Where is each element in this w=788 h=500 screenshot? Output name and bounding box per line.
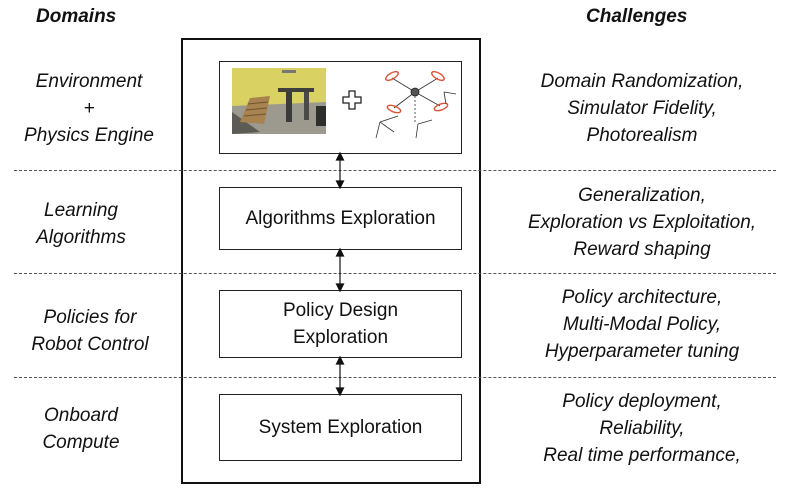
challenge-line: Domain Randomization,: [540, 71, 744, 92]
challenge-line: Reliability,: [599, 418, 685, 439]
domain-line: Compute: [42, 432, 120, 453]
row-separator-2: [14, 273, 776, 274]
challenge-line: Exploration vs Exploitation,: [527, 212, 757, 233]
row-separator-1: [14, 170, 776, 171]
domain-line: Robot Control: [31, 334, 149, 355]
domain-learning-algorithms: Learning Algorithms: [0, 197, 162, 251]
domains-header: Domains: [36, 6, 117, 27]
challenge-line: Simulator Fidelity,: [567, 98, 717, 119]
system-exploration-box: System Exploration: [219, 394, 462, 461]
domain-line: Learning: [44, 200, 118, 221]
box-label: Algorithms Exploration: [245, 208, 436, 229]
drone-physics-diagram: [375, 70, 457, 139]
challenge-line: Real time performance,: [543, 445, 741, 466]
domain-line: Algorithms: [36, 227, 126, 248]
domain-line: Physics Engine: [24, 125, 154, 146]
sim-toolbar: [282, 70, 296, 73]
domain-line: Environment: [35, 71, 143, 92]
sim-pillar: [304, 90, 309, 120]
sim-pillar: [286, 92, 292, 122]
challenge-line: Policy deployment,: [562, 391, 722, 412]
plus-icon: [342, 90, 362, 110]
simulation-illustration: [232, 68, 457, 139]
challenges-environment: Domain Randomization, Simulator Fidelity…: [496, 68, 788, 149]
double-arrow-1: [335, 151, 345, 190]
challenge-line: Multi-Modal Policy,: [562, 314, 722, 335]
challenge-line: Photorealism: [586, 125, 698, 146]
double-arrow-2: [335, 247, 345, 293]
environment-box: [219, 61, 462, 154]
pipeline-frame: [181, 38, 481, 484]
challenge-line: Reward shaping: [573, 239, 711, 260]
domain-environment: Environment + Physics Engine: [0, 68, 178, 149]
domain-line: +: [83, 98, 95, 119]
box-label: System Exploration: [258, 417, 423, 438]
box-label: Exploration: [292, 327, 389, 348]
sim-shadow: [232, 112, 260, 134]
sim-block: [316, 106, 326, 126]
domain-line: Policies for: [43, 307, 137, 328]
challenges-learning-algorithms: Generalization, Exploration vs Exploitat…: [496, 182, 788, 263]
challenge-line: Policy architecture,: [561, 287, 723, 308]
row-separator-3: [14, 377, 776, 378]
simulator-screenshot: [232, 68, 326, 134]
domain-line: Onboard: [44, 405, 118, 426]
challenge-line: Generalization,: [578, 185, 706, 206]
domain-policies-robot-control: Policies for Robot Control: [0, 304, 180, 358]
challenges-onboard-compute: Policy deployment, Reliability, Real tim…: [496, 388, 788, 469]
algorithms-exploration-box: Algorithms Exploration: [219, 187, 462, 250]
double-arrow-3: [335, 355, 345, 397]
stair-line: [245, 107, 268, 111]
sim-beam: [278, 88, 314, 92]
domain-onboard-compute: Onboard Compute: [0, 402, 162, 456]
stair-line: [247, 101, 269, 105]
policy-design-exploration-box: Policy Design Exploration: [219, 290, 462, 358]
box-label: Policy Design: [282, 300, 399, 321]
challenge-line: Hyperparameter tuning: [544, 341, 740, 362]
challenges-header: Challenges: [586, 6, 688, 27]
challenges-policies: Policy architecture, Multi-Modal Policy,…: [496, 284, 788, 365]
stair-line: [243, 113, 267, 117]
